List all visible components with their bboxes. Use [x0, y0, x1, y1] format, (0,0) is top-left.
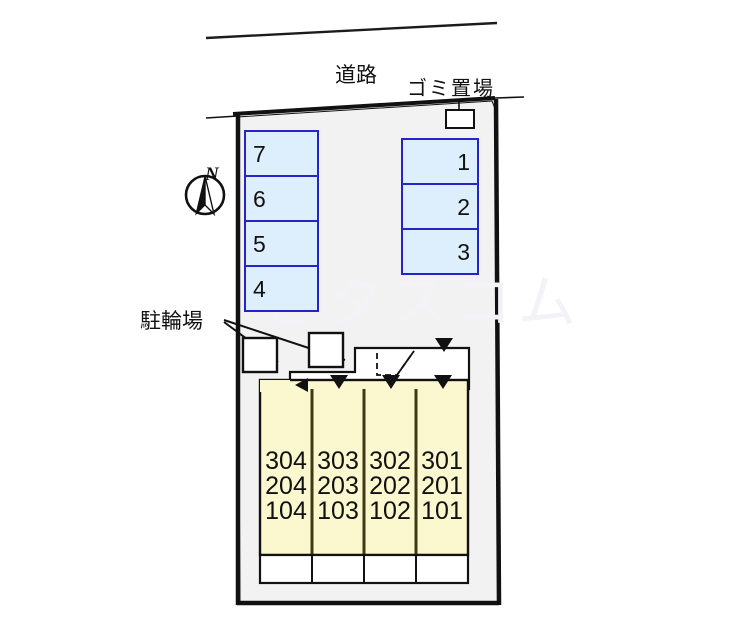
unit-label-201: 201	[421, 472, 463, 500]
unit-label-102: 102	[369, 497, 411, 525]
parking-stall-7[interactable]	[244, 130, 319, 177]
unit-label-101: 101	[421, 497, 463, 525]
trash-area-box	[445, 109, 475, 129]
road-label: 道路	[335, 63, 377, 87]
parking-stall-2[interactable]	[401, 183, 479, 230]
parking-column-right: 1 2 3	[401, 138, 479, 275]
unit-label-203: 203	[317, 472, 359, 500]
unit-entry-arrow-302	[382, 375, 400, 389]
unit-label-104: 104	[265, 497, 307, 525]
building-block: 304 204 104 303 203 103 302 202 102 301 …	[258, 378, 470, 585]
parking-stall-label-6: 6	[253, 186, 266, 212]
site-edge-stub-left	[205, 115, 239, 119]
compass-rose: N	[184, 164, 226, 217]
unit-label-304: 304	[265, 447, 307, 475]
parking-stall-label-3: 3	[457, 239, 470, 265]
bike-shed-right[interactable]	[307, 331, 345, 369]
parking-stall-1[interactable]	[401, 138, 479, 185]
unit-entry-arrow-303	[330, 375, 348, 389]
unit-label-302: 302	[369, 447, 411, 475]
road-edge-line	[205, 21, 498, 40]
unit-entry-arrow-301	[434, 375, 452, 389]
parking-stall-label-7: 7	[253, 141, 266, 167]
bike-shed-left[interactable]	[241, 336, 279, 374]
building-notch-fill	[260, 380, 290, 392]
parking-stall-label-2: 2	[457, 194, 470, 220]
unit-label-204: 204	[265, 472, 307, 500]
parking-stall-label-5: 5	[253, 231, 266, 257]
site-boundary-top	[232, 96, 496, 116]
stair-solid-edge	[396, 350, 415, 376]
bike-parking-label: 駐輪場	[140, 309, 203, 333]
unit-label-303: 303	[317, 447, 359, 475]
parking-stall-label-4: 4	[253, 276, 266, 302]
unit-label-202: 202	[369, 472, 411, 500]
compass-needle-light	[204, 175, 216, 217]
compass-north-label: N	[204, 164, 220, 185]
trash-area-label: ゴミ置場	[407, 76, 495, 100]
parking-stall-5[interactable]	[244, 220, 319, 267]
unit-entry-arrow-304	[295, 378, 308, 392]
parking-stall-4[interactable]	[244, 265, 319, 312]
unit-label-103: 103	[317, 497, 359, 525]
parking-stall-6[interactable]	[244, 175, 319, 222]
site-boundary-right	[493, 98, 502, 606]
parking-stall-3[interactable]	[401, 228, 479, 275]
site-edge-stub-right	[494, 96, 525, 99]
parking-column-left: 7 6 5 4	[244, 130, 319, 312]
parking-stall-label-1: 1	[457, 149, 470, 175]
walkway-entry-arrow	[435, 338, 453, 352]
unit-label-301: 301	[421, 447, 463, 475]
